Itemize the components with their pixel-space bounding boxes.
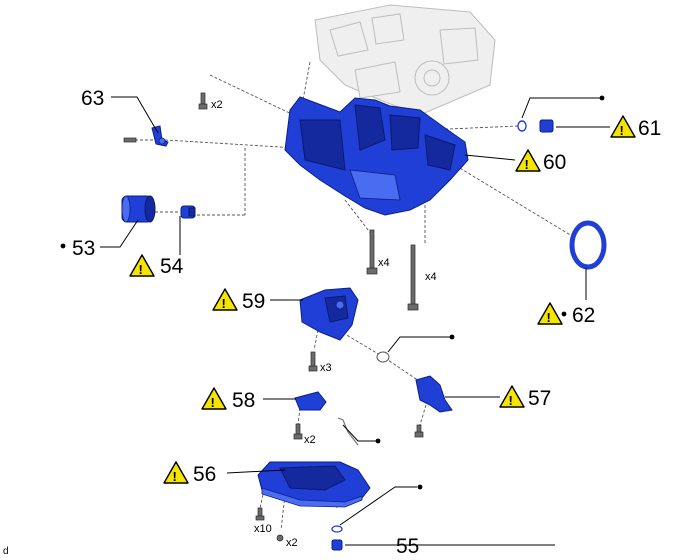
engine-block [314, 4, 496, 116]
callout-numbers: 63 53 54 59 58 56 57 60 61 62 55 [72, 87, 661, 558]
bullets [60, 95, 605, 490]
callout-56: 56 [193, 463, 216, 486]
gasket-ring [376, 351, 390, 363]
drain-plug-55 [331, 525, 343, 551]
bracket-63 [123, 125, 169, 147]
o-ring-62 [569, 220, 607, 270]
callout-61: 61 [638, 117, 661, 140]
warning-icon-58: ! [201, 387, 227, 410]
svg-text:!: ! [620, 123, 624, 138]
plug-pan [276, 534, 284, 542]
svg-text:!: ! [547, 310, 551, 325]
warning-icon-56: ! [163, 461, 189, 484]
callout-54: 54 [160, 255, 184, 278]
callout-58: 58 [232, 389, 255, 412]
callout-53: 53 [72, 237, 95, 260]
qty-bolt-pan: x10 [254, 523, 272, 535]
bolt-long-left [366, 229, 378, 275]
warning-icon-60: ! [515, 149, 541, 172]
warning-icon-54: ! [129, 254, 155, 277]
bolt-top [198, 92, 208, 110]
qty-bolt-center-left: x4 [378, 257, 390, 269]
callout-55: 55 [396, 535, 419, 558]
oil-filter-53 [121, 195, 156, 223]
qty-plug-pan: x2 [286, 537, 298, 549]
qty-bolt-59: x3 [320, 362, 332, 374]
callout-60: 60 [543, 151, 566, 174]
qty-bolt-top: x2 [211, 99, 223, 111]
warning-icon-57: ! [499, 385, 525, 408]
callout-57: 57 [528, 387, 551, 410]
warning-icons: ! ! ! ! ! ! ! ! [129, 115, 636, 484]
warning-icon-59: ! [212, 288, 238, 311]
bolt-57 [414, 424, 424, 438]
warning-icon-61: ! [610, 115, 636, 138]
bolt-long-right [407, 244, 419, 311]
oil-pump-59 [299, 287, 359, 341]
oil-pan-lower-56 [257, 461, 371, 508]
union-54 [180, 205, 196, 219]
bolt-pan [255, 507, 265, 521]
clip-wire [337, 417, 359, 446]
qty-bolt-58: x2 [304, 434, 316, 446]
baffle-58 [294, 391, 327, 411]
oil-pan-upper-part [284, 96, 469, 216]
bolt-59 [308, 351, 318, 372]
warning-icon-62: ! [537, 302, 563, 325]
svg-text:!: ! [139, 262, 143, 277]
leader-lines [100, 96, 610, 546]
strainer-57 [415, 375, 453, 413]
callout-59: 59 [242, 290, 265, 313]
svg-text:!: ! [525, 157, 529, 172]
svg-text:!: ! [173, 469, 177, 484]
corner-label: d [3, 546, 9, 557]
callout-62: 62 [572, 304, 595, 327]
plug-61 [517, 119, 554, 133]
svg-text:!: ! [509, 393, 513, 408]
qty-bolt-center-right: x4 [425, 271, 437, 283]
bolt-58 [293, 423, 303, 440]
svg-text:!: ! [222, 296, 226, 311]
callout-63: 63 [81, 87, 104, 110]
svg-text:!: ! [211, 395, 215, 410]
